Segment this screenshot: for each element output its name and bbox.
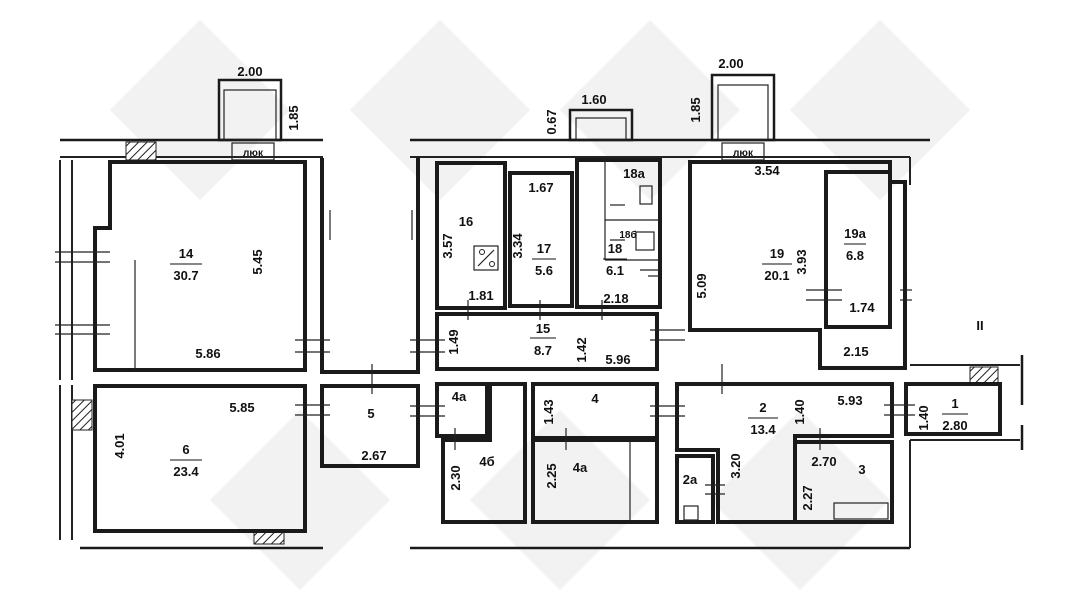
- room-2a: [675, 454, 715, 524]
- dim-1-60: 1.60: [581, 92, 606, 107]
- room-label-4a-top: 4a: [452, 389, 467, 404]
- room-4a-top: [435, 382, 489, 438]
- room-area-19: 20.1: [764, 268, 789, 283]
- dim-3-54: 3.54: [754, 163, 780, 178]
- dim-3-20: 3.20: [728, 453, 743, 478]
- svg-text:люк: люк: [733, 148, 754, 159]
- room-label-17: 17: [537, 241, 551, 256]
- room-area-2: 13.4: [750, 422, 776, 437]
- dim-3-57: 3.57: [440, 233, 455, 258]
- room-label-3: 3: [858, 462, 865, 477]
- room-4b: [441, 382, 527, 524]
- light-well-right: [710, 73, 776, 142]
- room-area-17: 5.6: [535, 263, 553, 278]
- dim-5-45: 5.45: [250, 249, 265, 274]
- room-15: [435, 312, 659, 371]
- fraction-bars: [170, 243, 968, 461]
- dim-1-43: 1.43: [541, 399, 556, 424]
- room-18: [575, 158, 662, 309]
- section-mark: II: [976, 318, 983, 333]
- room-5: [320, 158, 420, 468]
- room-6: [93, 384, 307, 533]
- room-4: [531, 382, 659, 524]
- dim-2-67: 2.67: [361, 448, 386, 463]
- hatched-column: [969, 366, 999, 384]
- room-1: [904, 382, 1002, 436]
- svg-text:люк: люк: [243, 148, 264, 159]
- dim-2-15: 2.15: [843, 344, 868, 359]
- room-label-6: 6: [182, 442, 189, 457]
- room-19: [688, 160, 907, 370]
- dim-2-25: 2.25: [544, 463, 559, 488]
- dim-2-30: 2.30: [448, 465, 463, 490]
- room-14: [93, 160, 307, 372]
- room-area-1: 2.80: [942, 418, 967, 433]
- room-17: [508, 171, 574, 308]
- dim-5-85: 5.85: [229, 400, 254, 415]
- dim-1-40-room1: 1.40: [916, 405, 931, 430]
- room-label-18a: 18a: [623, 166, 645, 181]
- dim-1-67: 1.67: [528, 180, 553, 195]
- dim-1-74: 1.74: [849, 300, 875, 315]
- dim-5-86: 5.86: [195, 346, 220, 361]
- hatched-column: [71, 399, 93, 431]
- dim-4-01: 4.01: [112, 433, 127, 458]
- dim-5-93: 5.93: [837, 393, 862, 408]
- room-area-18: 6.1: [606, 263, 624, 278]
- light-well-left: [217, 78, 283, 142]
- room-label-4: 4: [591, 391, 599, 406]
- room-area-6: 23.4: [173, 464, 199, 479]
- room-3: [793, 440, 894, 524]
- door-markers: [55, 204, 915, 495]
- dim-3-93: 3.93: [794, 249, 809, 274]
- dim-1-85-left: 1.85: [286, 105, 301, 130]
- dimension-labels: 2.00 1.85 1.60 0.67 2.00 1.85 5.45 5.86 …: [112, 56, 931, 511]
- dim-2-18: 2.18: [603, 291, 628, 306]
- room-16: [435, 161, 507, 310]
- room-label-15: 15: [536, 321, 550, 336]
- dim-2-70: 2.70: [811, 454, 836, 469]
- room-label-18: 18: [608, 241, 622, 256]
- dim-1-85-right: 1.85: [688, 97, 703, 122]
- room-label-5: 5: [367, 406, 374, 421]
- dim-2-27: 2.27: [800, 485, 815, 510]
- room-label-18b: 18б: [619, 229, 636, 241]
- light-well-middle: [568, 108, 634, 142]
- room-label-1: 1: [951, 396, 958, 411]
- room-labels: 14 30.7 6 23.4 5 16 17 5.6 18 6.1 18a 18…: [173, 166, 983, 487]
- room-label-14: 14: [179, 246, 194, 261]
- room-label-4a-bottom: 4a: [573, 460, 588, 475]
- dim-0-67: 0.67: [544, 109, 559, 134]
- dim-5-09: 5.09: [694, 273, 709, 298]
- dim-5-96: 5.96: [605, 352, 630, 367]
- dim-2-00-right: 2.00: [718, 56, 743, 71]
- room-area-15: 8.7: [534, 343, 552, 358]
- dim-2-00-left: 2.00: [237, 64, 262, 79]
- dim-1-40-room2: 1.40: [792, 399, 807, 424]
- room-area-14: 30.7: [173, 268, 198, 283]
- room-label-19a: 19a: [844, 226, 866, 241]
- dim-1-49: 1.49: [446, 329, 461, 354]
- hatched-column: [125, 141, 157, 161]
- room-label-4b: 4б: [479, 454, 494, 469]
- room-label-16: 16: [459, 214, 473, 229]
- room-label-2a: 2a: [683, 472, 698, 487]
- room-label-2: 2: [759, 400, 766, 415]
- dim-1-42: 1.42: [574, 337, 589, 362]
- dim-1-81: 1.81: [468, 288, 493, 303]
- room-label-19: 19: [770, 246, 784, 261]
- room-area-19a: 6.8: [846, 248, 864, 263]
- dim-3-34: 3.34: [510, 233, 525, 259]
